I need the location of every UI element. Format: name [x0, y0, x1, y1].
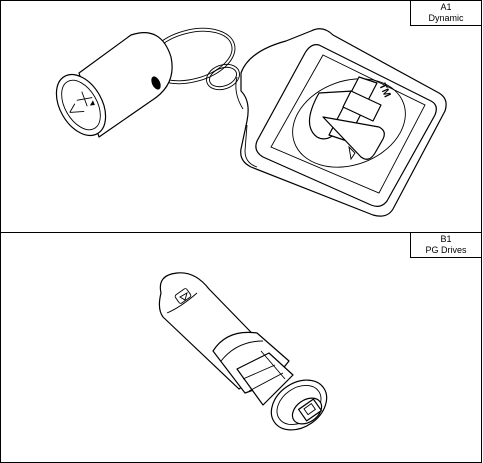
square-fob: TM	[235, 28, 447, 217]
panel-label-b1: B1 PG Drives	[410, 233, 481, 258]
panel-name: PG Drives	[425, 245, 467, 255]
dx-logo	[308, 76, 385, 161]
dx-logo-small	[69, 91, 95, 113]
cylinder-key-end	[55, 73, 107, 137]
panel-name: Dynamic	[428, 13, 464, 23]
pg-key	[158, 272, 328, 431]
pg-drives-key-illustration	[158, 272, 328, 431]
dynamic-keyfob-illustration: TM	[55, 27, 447, 217]
panel-code: B1	[440, 234, 452, 244]
panel-code: A1	[440, 2, 452, 12]
fob-oval	[292, 78, 406, 168]
panel-label-a1: A1 Dynamic	[410, 1, 481, 26]
link-ring-inner	[209, 66, 237, 88]
link-ring	[206, 63, 240, 91]
triangle-marker	[179, 292, 188, 301]
ring-hole	[151, 76, 161, 90]
panel-pg-drives-key: B1 PG Drives	[0, 232, 482, 463]
panel-dynamic-key: TM A1 Dynamic	[0, 0, 482, 233]
cylinder-key	[55, 32, 173, 138]
triangle-marker-box	[174, 288, 192, 304]
